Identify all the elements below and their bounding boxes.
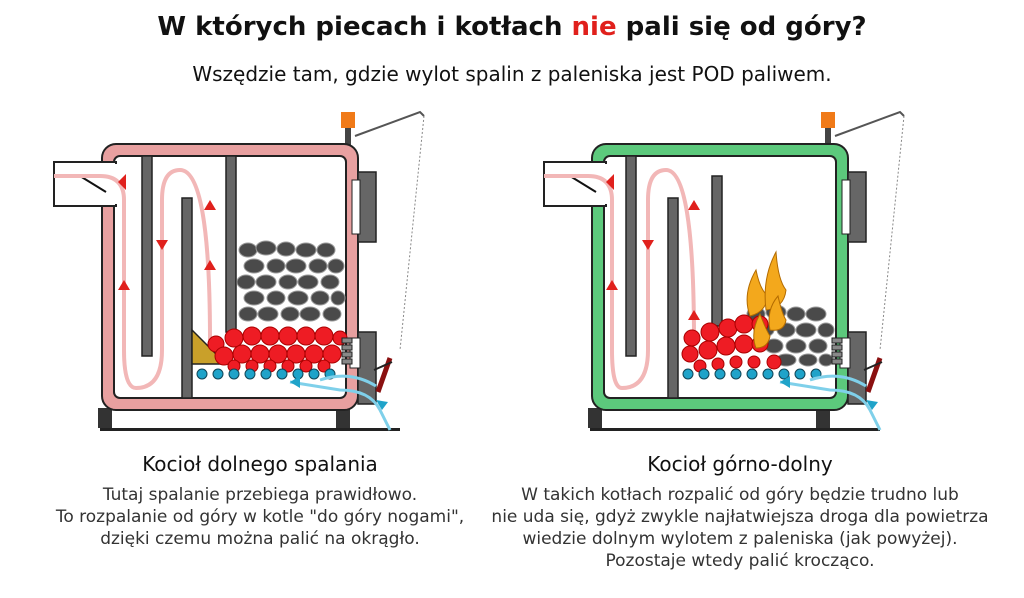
- title-part-1: W których piecach i kotłach: [157, 12, 572, 42]
- title-part-2: pali się od góry?: [616, 12, 867, 42]
- left-description-line: dzięki czemu można palić na okrągło.: [100, 529, 420, 549]
- boiler-legs: [98, 408, 400, 431]
- side-doors: [349, 171, 393, 405]
- ash-door-vents: [341, 337, 353, 365]
- flue-gas-flow: [544, 167, 696, 391]
- grate: [682, 368, 822, 380]
- bottom-burn-boiler-diagram: [53, 110, 425, 431]
- left-description-line: To rozpalanie od góry w kotle "do góry n…: [55, 507, 465, 527]
- flue-gas-flow: [54, 167, 212, 391]
- embers: [207, 326, 348, 373]
- right-description-line: wiedzie dolnym wylotem z paleniska (jak …: [522, 529, 958, 549]
- coal-bed: [236, 240, 346, 322]
- air-flow: [779, 374, 882, 431]
- flue-outlet: [53, 161, 120, 207]
- grate: [196, 368, 336, 380]
- right-description-line: W takich kotłach rozpalić od góry będzie…: [521, 485, 959, 505]
- right-description-line: nie uda się, gdyż zwykle najłatwiejsza d…: [491, 507, 989, 527]
- ash-door-vents: [831, 337, 843, 365]
- title-highlight: nie: [571, 12, 617, 42]
- right-description: W takich kotłach rozpalić od góry będzie…: [480, 484, 1000, 572]
- left-description: Tutaj spalanie przebiega prawidłowo. To …: [20, 484, 500, 550]
- regulator-icon: [341, 110, 425, 351]
- top-down-boiler-diagram: [543, 110, 905, 431]
- page-title: W których piecach i kotłach nie pali się…: [0, 12, 1024, 42]
- flue-outlet: [543, 161, 610, 207]
- right-description-line: Pozostaje wtedy palić krocząco.: [605, 551, 875, 571]
- left-description-line: Tutaj spalanie przebiega prawidłowo.: [102, 485, 418, 505]
- right-caption: Kocioł górno-dolny: [647, 452, 833, 476]
- page-subtitle: Wszędzie tam, gdzie wylot spalin z palen…: [192, 62, 832, 86]
- flow-arrows: [118, 174, 216, 290]
- regulator-icon: [821, 110, 905, 351]
- air-arrows: [780, 376, 878, 410]
- air-arrows: [290, 376, 388, 410]
- boiler-legs: [588, 408, 880, 431]
- flames: [746, 250, 787, 349]
- embers: [681, 314, 782, 373]
- flow-arrows: [606, 174, 700, 320]
- air-flow: [289, 374, 392, 431]
- left-caption: Kocioł dolnego spalania: [142, 452, 378, 476]
